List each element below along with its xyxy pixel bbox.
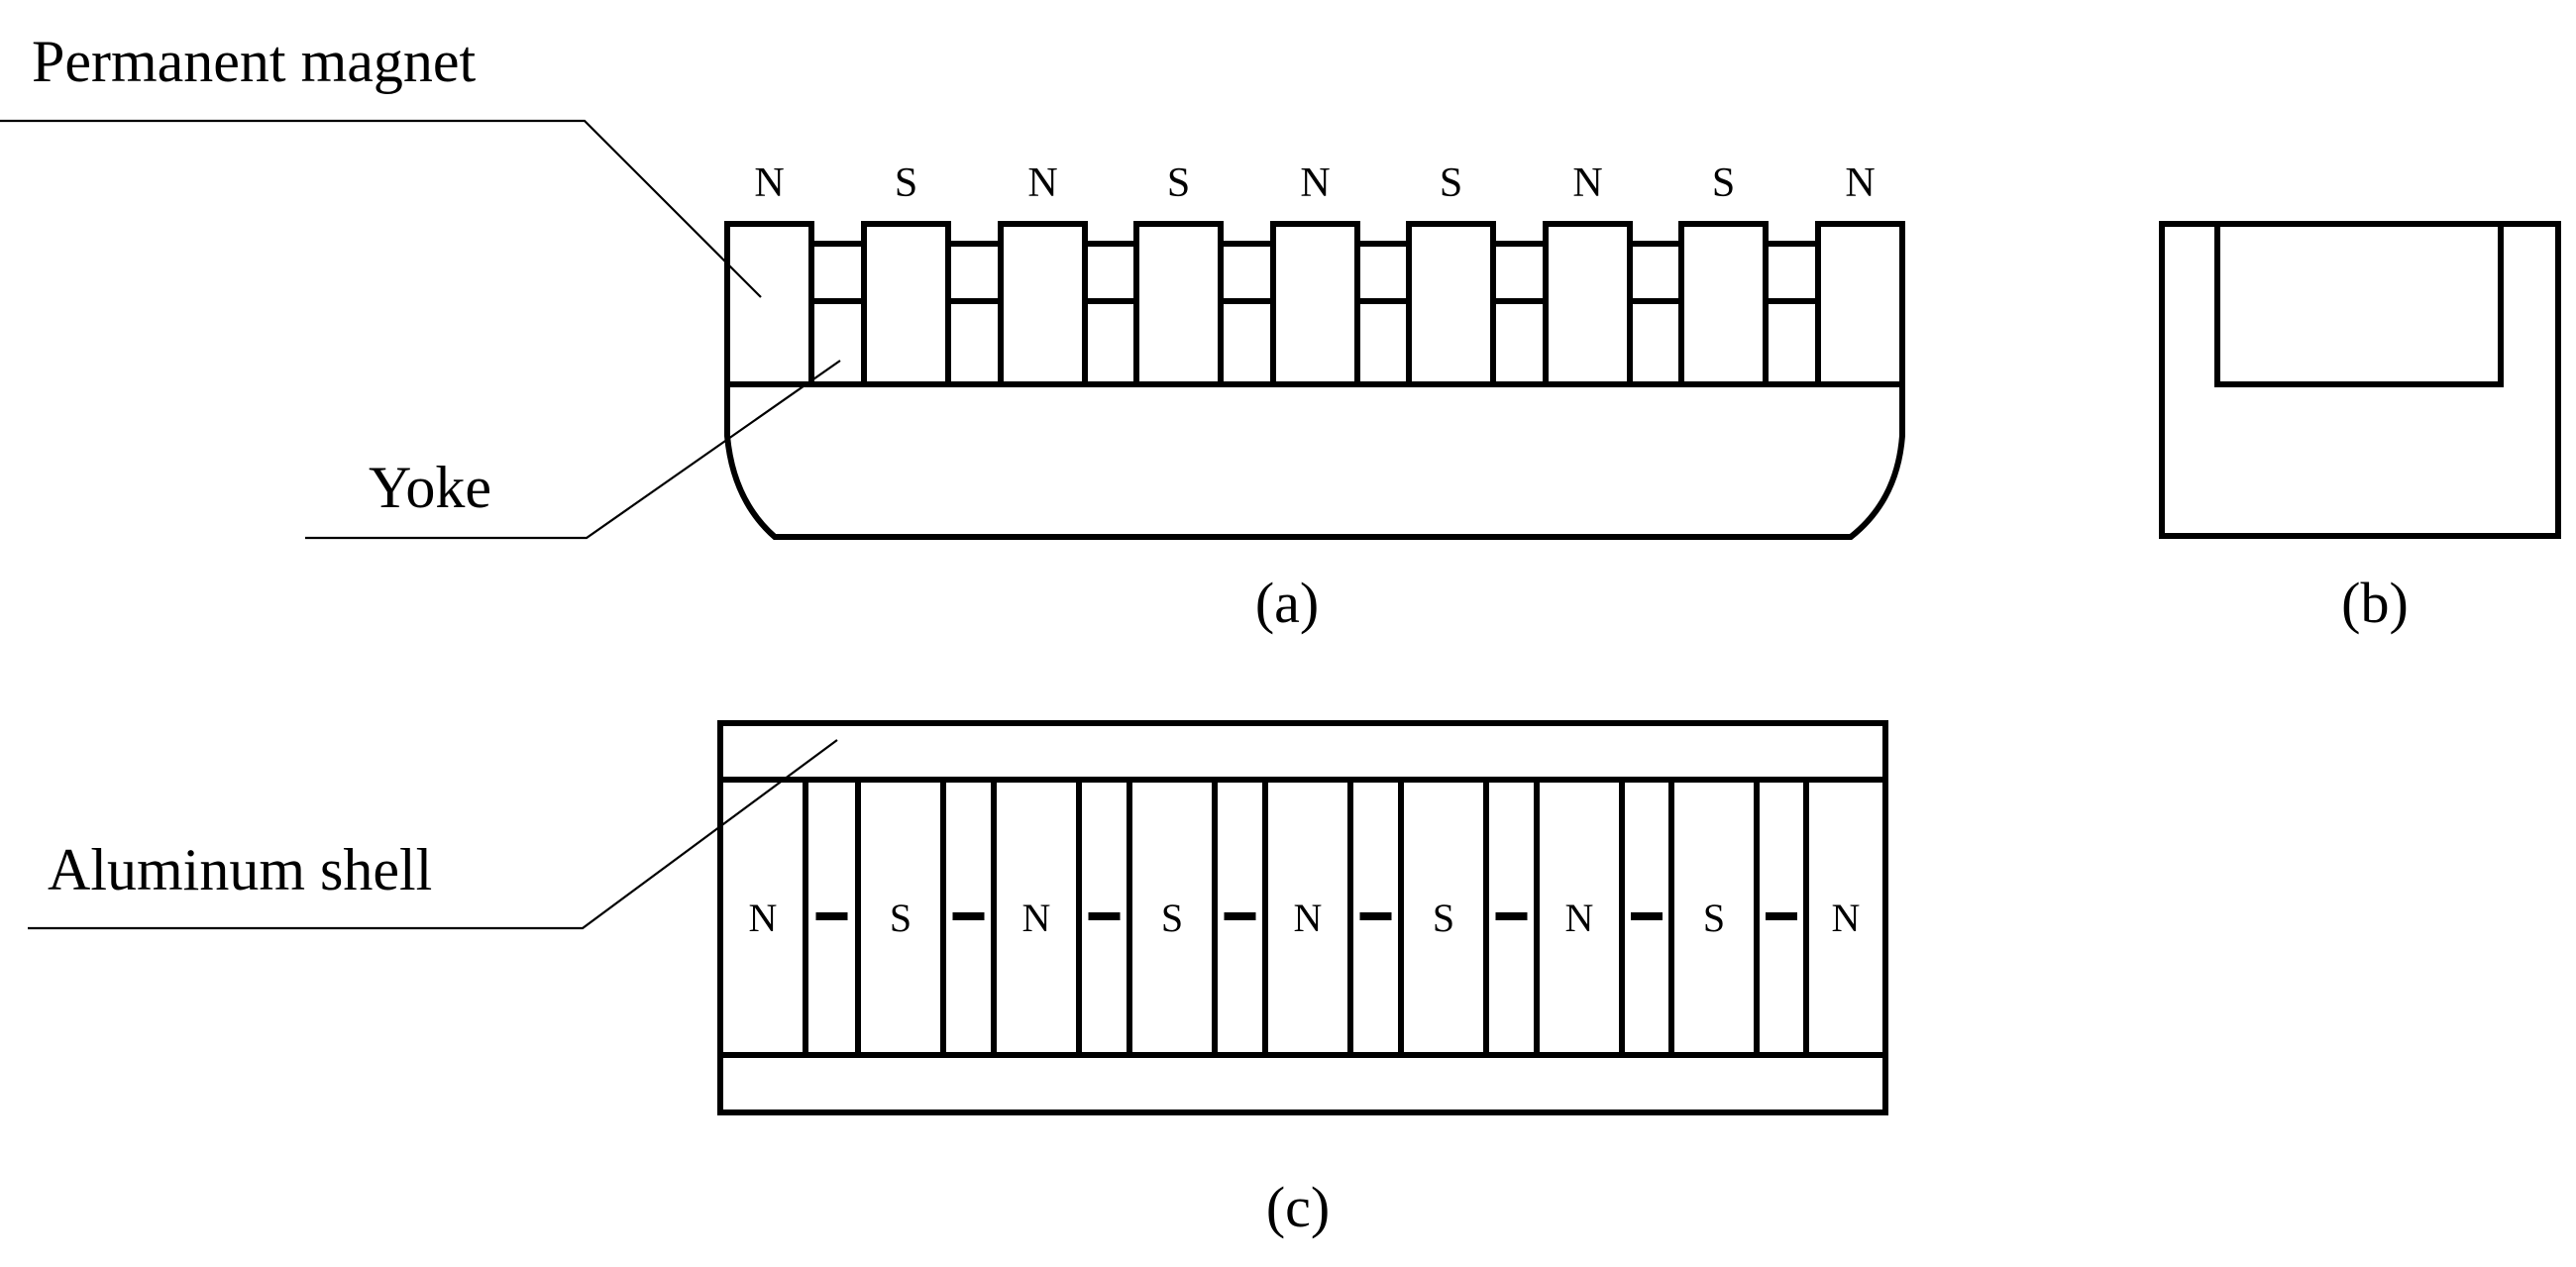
permanent-magnet-block (1678, 221, 1769, 387)
leader-line-aluminum-shell (28, 739, 838, 930)
pole-label: S (1161, 896, 1183, 940)
label-permanent-magnet-text: Permanent magnet (32, 29, 477, 94)
pole-label: S (1440, 160, 1462, 206)
pole-label: S (1433, 896, 1454, 940)
permanent-magnet-block (991, 777, 1082, 1058)
panel-c-magnets (717, 777, 1888, 1058)
pole-label: N (1572, 160, 1602, 206)
pole-label: N (1832, 896, 1861, 940)
permanent-magnet-block (1534, 777, 1625, 1058)
pole-label: N (1300, 160, 1330, 206)
pole-label: N (1565, 896, 1594, 940)
pole-label: S (1712, 160, 1735, 206)
leader-line-permanent-magnet (0, 119, 762, 298)
label-aluminum-shell-text: Aluminum shell (48, 837, 432, 902)
pole-label: S (895, 160, 917, 206)
label-yoke: Yoke (305, 360, 841, 540)
pole-label: S (1167, 160, 1190, 206)
permanent-magnet-block (1668, 777, 1760, 1058)
pole-label: N (1027, 160, 1057, 206)
caption-a: (a) (1255, 571, 1319, 635)
caption-b: (b) (2341, 571, 2409, 635)
pole-label: N (1022, 896, 1051, 940)
permanent-magnet-block (1127, 777, 1218, 1058)
cross-section-outer (2159, 221, 2561, 539)
permanent-magnet-block (1543, 221, 1633, 387)
panel-a-magnets (724, 221, 1905, 387)
permanent-magnet-block (717, 777, 808, 1058)
permanent-magnet-block (1406, 221, 1496, 387)
permanent-magnet-block (861, 221, 951, 387)
label-aluminum-shell: Aluminum shell (28, 739, 838, 930)
caption-c: (c) (1266, 1175, 1330, 1239)
label-permanent-magnet: Permanent magnet (0, 29, 762, 298)
pole-label: N (754, 160, 784, 206)
permanent-magnet-block (1815, 221, 1905, 387)
panel-a-yoke-segments (811, 241, 1818, 304)
permanent-magnet-block (1133, 221, 1224, 387)
pole-label: S (890, 896, 912, 940)
pole-label: N (1294, 896, 1323, 940)
permanent-magnet-block (1803, 777, 1888, 1058)
cross-section-inner-slot (2214, 224, 2504, 387)
pole-label: N (749, 896, 778, 940)
permanent-magnet-block (998, 221, 1088, 387)
yoke-body (724, 381, 1905, 540)
permanent-magnet-block (724, 221, 814, 387)
permanent-magnet-block (855, 777, 946, 1058)
panel-b-cross-section (2159, 221, 2561, 539)
permanent-magnet-block (1398, 777, 1489, 1058)
permanent-magnet-block (1270, 221, 1360, 387)
permanent-magnet-block (1262, 777, 1353, 1058)
pole-label: N (1845, 160, 1875, 206)
pole-label: S (1703, 896, 1725, 940)
leader-line-yoke (305, 360, 841, 540)
label-yoke-text: Yoke (369, 455, 491, 520)
